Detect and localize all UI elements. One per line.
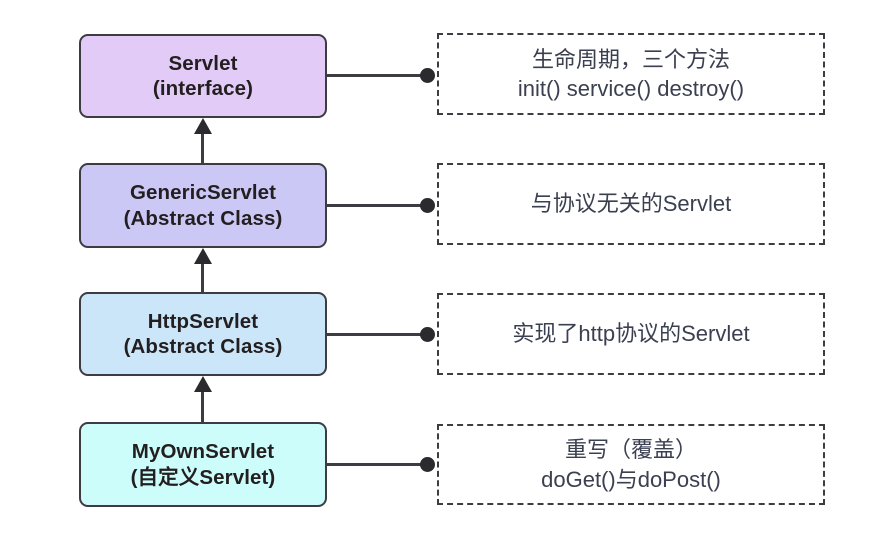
class-stereotype: (自定义Servlet) (130, 465, 276, 489)
note-line-1: 重写（覆盖） (564, 437, 697, 463)
note-box-lifecycle[interactable]: 生命周期，三个方法 init() service() destroy() (437, 33, 825, 115)
generalization-line-generic-to-servlet (201, 133, 204, 163)
generalization-arrow-myown-to-http (194, 376, 212, 392)
generalization-arrow-http-to-generic (194, 248, 212, 264)
class-name: Servlet (168, 51, 238, 75)
note-line-2: init() service() destroy() (517, 76, 745, 101)
class-name: GenericServlet (129, 181, 277, 205)
generalization-line-myown-to-http (201, 391, 204, 422)
note-anchor-dot-2 (420, 198, 435, 213)
class-stereotype: (Abstract Class) (123, 206, 283, 230)
note-line-2: doGet()与doPost() (541, 466, 721, 492)
class-box-myownservlet[interactable]: MyOwnServlet (自定义Servlet) (79, 422, 327, 507)
note-connector-line-2 (327, 204, 431, 207)
note-box-protocol-independent[interactable]: 与协议无关的Servlet (437, 163, 825, 245)
class-stereotype: (interface) (152, 77, 254, 100)
note-line-1: 实现了http协议的Servlet (512, 321, 750, 347)
note-line-1: 生命周期，三个方法 (531, 46, 730, 72)
note-anchor-dot-3 (420, 327, 435, 342)
note-connector-line-3 (327, 333, 431, 336)
note-connector-line-1 (327, 74, 431, 77)
generalization-line-http-to-generic (201, 263, 204, 292)
note-anchor-dot-4 (420, 457, 435, 472)
class-box-httpservlet[interactable]: HttpServlet (Abstract Class) (79, 292, 327, 376)
class-name: MyOwnServlet (131, 440, 275, 464)
class-stereotype: (Abstract Class) (123, 335, 283, 358)
note-line-1: 与协议无关的Servlet (530, 191, 732, 217)
class-name: HttpServlet (147, 309, 259, 333)
class-box-genericservlet[interactable]: GenericServlet (Abstract Class) (79, 163, 327, 248)
note-box-http-protocol[interactable]: 实现了http协议的Servlet (437, 293, 825, 375)
note-connector-line-4 (327, 463, 431, 466)
class-box-servlet[interactable]: Servlet (interface) (79, 34, 327, 118)
generalization-arrow-generic-to-servlet (194, 118, 212, 134)
note-anchor-dot-1 (420, 68, 435, 83)
note-box-override-methods[interactable]: 重写（覆盖） doGet()与doPost() (437, 424, 825, 505)
